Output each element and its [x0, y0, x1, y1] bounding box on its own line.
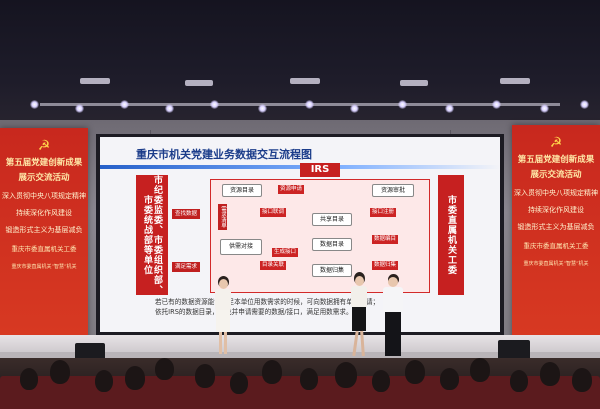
- ceiling-light: [185, 80, 213, 86]
- banner-title: 展示交流活动: [18, 173, 70, 183]
- presenter-woman-left: [212, 276, 234, 356]
- banner-organizer: 重庆市委直属机关工委: [523, 242, 589, 250]
- left-unit-box: 市纪委监委、市委组织部、市委统战部等单位: [136, 175, 168, 295]
- data-catalog-edit-label: 数据编目: [372, 235, 399, 244]
- audience-head: [262, 360, 282, 384]
- white-blouse: [351, 286, 367, 308]
- resource-catalog-node: 资源目录: [222, 184, 262, 197]
- supply-docking-node: 供需对接: [220, 239, 262, 255]
- banner-footer: 重庆市委直属机关“智慧”机关: [11, 264, 77, 270]
- ceiling-light: [80, 78, 110, 84]
- audience-head: [510, 370, 528, 392]
- face: [219, 279, 228, 289]
- audience-head: [540, 362, 560, 386]
- white-shirt: [383, 287, 403, 313]
- banner-slogan: 深入贯彻中央八项规定精神: [514, 189, 598, 197]
- right-banner: ☭ 第五届党建创新成果 展示交流活动 深入贯彻中央八项规定精神 持续深化作风建设…: [512, 125, 600, 347]
- party-emblem-icon: ☭: [37, 138, 51, 154]
- face: [388, 277, 398, 287]
- irs-label: IRS: [300, 163, 340, 177]
- audience-head: [300, 368, 318, 390]
- audience-head: [572, 368, 592, 392]
- audience-head: [155, 358, 174, 380]
- caption-line: 若已有的数据资源能够满足本单位用数需求的时候，可向数据拥有单位申请；: [155, 298, 380, 306]
- ceiling-light: [500, 78, 530, 84]
- ceiling-beam: [40, 103, 560, 106]
- spotlight: [165, 104, 174, 113]
- presenter-man: [380, 274, 406, 358]
- shared-catalog-node: 共享目录: [312, 213, 352, 226]
- banner-organizer: 重庆市委直属机关工委: [11, 245, 77, 253]
- ceiling-light: [400, 80, 428, 86]
- spotlight: [540, 104, 549, 113]
- banner-slogan: 深入贯彻中央八项规定精神: [2, 192, 86, 200]
- data-collection-node: 数据归集: [312, 264, 352, 277]
- banner-slogan: 锻造形式主义为基层减负: [517, 223, 595, 231]
- banner-title: 展示交流活动: [530, 170, 582, 180]
- audience-head: [230, 372, 248, 394]
- leg: [360, 330, 365, 357]
- interface-register-label: 接口注册: [370, 208, 397, 217]
- generate-interface-label: 生成接口: [272, 248, 299, 257]
- face: [355, 276, 364, 286]
- resource-review-node: 资源审批: [372, 184, 414, 197]
- party-emblem-icon: ☭: [549, 135, 563, 151]
- audience-head: [50, 360, 70, 384]
- audience-head: [372, 370, 390, 392]
- meet-demand-tag: 满足需求: [172, 262, 201, 272]
- spotlight: [120, 100, 129, 109]
- banner-slogan: 持续深化作风建设: [16, 209, 72, 217]
- spotlight: [30, 100, 39, 109]
- ceiling-light: [290, 78, 320, 84]
- data-collect-label: 数据归集: [372, 261, 399, 270]
- slide: 重庆市机关党建业务数据交互流程图 市纪委监委、市委组织部、市委统战部等单位 市委…: [100, 137, 500, 332]
- catalog-link-label: 目录关联: [260, 261, 287, 270]
- demand-list-tag: 需求清单: [218, 204, 227, 230]
- ceiling: [0, 0, 600, 135]
- spotlight: [258, 104, 267, 113]
- audience-head: [335, 362, 357, 388]
- white-blouse: [215, 289, 231, 311]
- caption-line: 依托IRS的数据目录，查找并申请需要的数据/接口，满足用数需求。: [155, 308, 353, 316]
- audience-area: [0, 358, 600, 409]
- right-unit-box: 市委直属机关工委: [438, 175, 464, 295]
- slide-title: 重庆市机关党建业务数据交互流程图: [136, 148, 312, 161]
- audience-head: [440, 368, 459, 390]
- left-banner: ☭ 第五届党建创新成果 展示交流活动 深入贯彻中央八项规定精神 持续深化作风建设…: [0, 128, 88, 346]
- leg: [224, 332, 227, 354]
- leg: [219, 332, 222, 354]
- banner-title: 第五届党建创新成果: [5, 158, 83, 168]
- black-skirt: [352, 307, 366, 331]
- data-catalog-node: 数据目录: [312, 238, 352, 251]
- spotlight: [398, 100, 407, 109]
- banner-title: 第五届党建创新成果: [517, 155, 595, 165]
- banner-slogan: 锻造形式主义为基层减负: [5, 226, 83, 234]
- audience-head: [125, 366, 145, 390]
- spotlight: [210, 100, 219, 109]
- spotlight: [492, 100, 501, 109]
- audience-head: [405, 360, 425, 384]
- resource-request-arrow: 资源申请: [278, 185, 305, 194]
- audience-head: [95, 370, 113, 392]
- banner-slogan: 持续深化作风建设: [528, 206, 584, 214]
- spotlight: [580, 100, 589, 109]
- spotlight: [350, 104, 359, 113]
- find-data-tag: 查找数据: [172, 209, 201, 219]
- stage: [0, 335, 600, 355]
- banner-footer: 重庆市委直属机关“智慧”机关: [523, 261, 589, 267]
- interface-link-label: 接口联调: [260, 208, 287, 217]
- audience-head: [470, 358, 490, 382]
- spotlight: [445, 104, 454, 113]
- skirt: [216, 310, 230, 332]
- leg: [352, 330, 359, 357]
- audience-head: [195, 364, 215, 388]
- spotlight: [75, 104, 84, 113]
- presenter-woman-right: [347, 272, 371, 358]
- audience-head: [20, 368, 38, 390]
- spotlight: [305, 100, 314, 109]
- slide-caption: 若已有的数据资源能够满足本单位用数需求的时候，可向数据拥有单位申请； 依托IRS…: [155, 297, 455, 317]
- dark-trousers: [385, 312, 401, 356]
